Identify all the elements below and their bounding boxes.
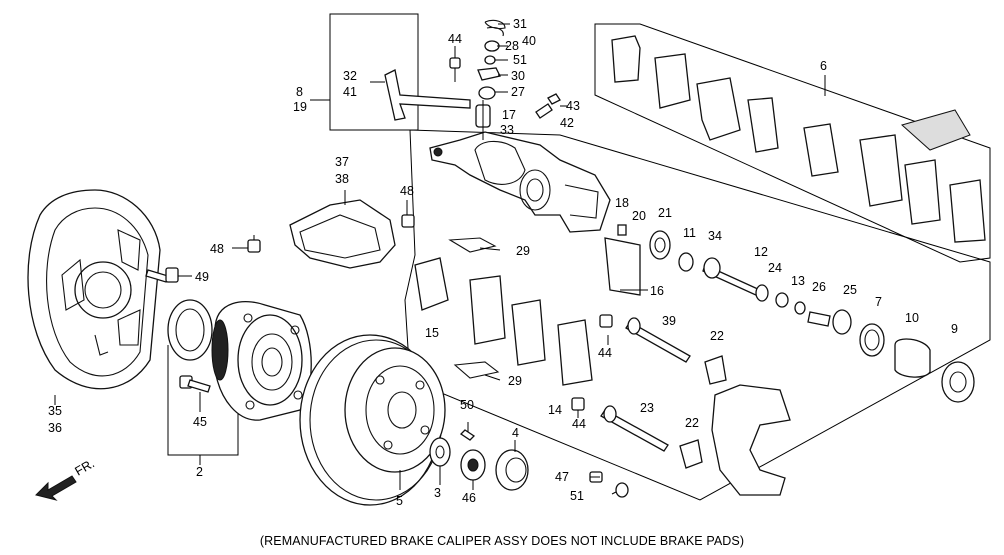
callout-33: 33: [500, 123, 514, 137]
callout-30: 30: [511, 69, 525, 83]
pad-set: [611, 35, 986, 243]
callout-18: 18: [615, 196, 629, 210]
callout-27: 27: [511, 85, 525, 99]
small-hub-parts: [429, 429, 529, 491]
parking-lever-parts: [475, 19, 506, 140]
callout-36: 36: [48, 421, 62, 435]
callout-41: 41: [343, 85, 357, 99]
callout-48-right: 48: [400, 184, 414, 198]
bolts-48: [247, 214, 415, 253]
piston-parts: [604, 224, 975, 403]
callout-12: 12: [754, 245, 768, 259]
callout-40: 40: [522, 34, 536, 48]
callout-29-bottom: 29: [508, 374, 522, 388]
callout-32: 32: [343, 69, 357, 83]
slide-pins: [571, 314, 727, 469]
callout-26: 26: [812, 280, 826, 294]
callout-4: 4: [512, 426, 519, 440]
brake-rotor: [299, 334, 446, 506]
front-direction-arrow-icon: FR.: [35, 456, 97, 501]
callout-51: 51: [513, 53, 527, 67]
callout-50: 50: [460, 398, 474, 412]
callout-43: 43: [566, 99, 580, 113]
callout-labels: 31 40 28 51 30 27 17 33 44 32 41 8 19 43…: [48, 17, 958, 508]
front-label: FR.: [73, 456, 97, 478]
callout-24: 24: [768, 261, 782, 275]
callout-22-bottom: 22: [685, 416, 699, 430]
callout-11: 11: [683, 226, 696, 240]
callout-34: 34: [708, 229, 722, 243]
group-outlines: [167, 13, 991, 501]
callout-47: 47: [555, 470, 569, 484]
callout-37: 37: [335, 155, 349, 169]
callout-45: 45: [193, 415, 207, 429]
hub-unit: [211, 300, 312, 421]
caliper-bracket: [711, 384, 791, 496]
callout-9: 9: [951, 322, 958, 336]
pads-and-clips: [414, 237, 593, 386]
callout-46: 46: [462, 491, 476, 505]
callout-23: 23: [640, 401, 654, 415]
callout-2: 2: [196, 465, 203, 479]
bleeder-screw: [535, 93, 561, 119]
callout-7: 7: [875, 295, 882, 309]
callout-10: 10: [905, 311, 919, 325]
bolt-49: [145, 267, 179, 283]
backing-plate: [27, 189, 161, 390]
reman-kit-outline: [404, 129, 991, 501]
caliper-body: [429, 131, 611, 233]
callout-44-top: 44: [448, 32, 462, 46]
cable-bracket: [384, 57, 471, 121]
callout-19: 19: [293, 100, 307, 114]
callout-20: 20: [632, 209, 646, 223]
callout-5: 5: [396, 494, 403, 508]
callout-3: 3: [434, 486, 441, 500]
callout-25: 25: [843, 283, 857, 297]
callout-16: 16: [650, 284, 664, 298]
callout-44-bottom: 44: [572, 417, 586, 431]
callout-15: 15: [425, 326, 439, 340]
callout-14: 14: [548, 403, 562, 417]
callout-13: 13: [791, 274, 805, 288]
diagram-caption: (REMANUFACTURED BRAKE CALIPER ASSY DOES …: [260, 534, 744, 548]
callout-22-top: 22: [710, 329, 724, 343]
bolt-47-51: [589, 471, 629, 498]
callout-17: 17: [502, 108, 516, 122]
hub-seal: [167, 299, 213, 361]
callout-8: 8: [296, 85, 303, 99]
bolt-45: [179, 375, 211, 393]
callout-6: 6: [820, 59, 827, 73]
leader-lines: [54, 23, 648, 495]
dust-cover: [289, 199, 396, 269]
callout-29-top: 29: [516, 244, 530, 258]
callout-49: 49: [195, 270, 209, 284]
callout-42: 42: [560, 116, 574, 130]
callout-21: 21: [658, 206, 672, 220]
callout-51-bottom: 51: [570, 489, 584, 503]
callout-35: 35: [48, 404, 62, 418]
callout-31: 31: [513, 17, 527, 31]
callout-39: 39: [662, 314, 676, 328]
callout-28: 28: [505, 39, 519, 53]
pad-set-outline: [594, 23, 991, 263]
callout-38: 38: [335, 172, 349, 186]
callout-48-left: 48: [210, 242, 224, 256]
callout-44-mid: 44: [598, 346, 612, 360]
